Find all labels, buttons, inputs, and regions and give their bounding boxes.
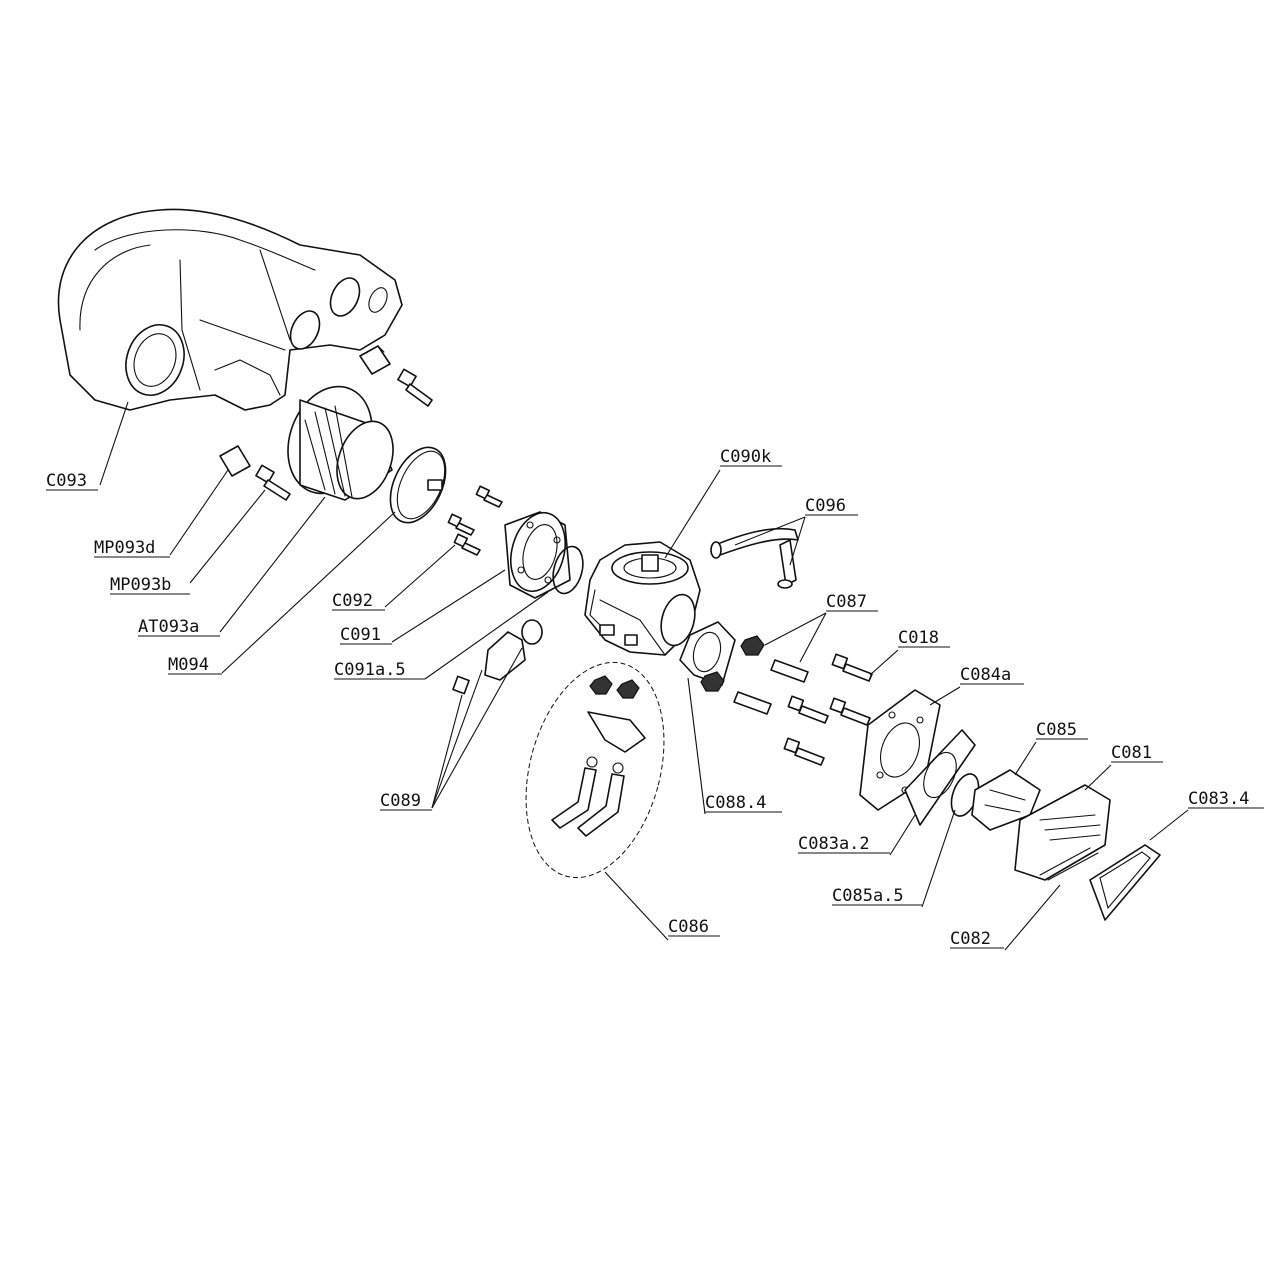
part-screw-c (453, 533, 481, 556)
label-c096: C096 (805, 496, 846, 516)
part-o-ring-small (552, 545, 584, 595)
part-reed-petals (1039, 847, 1099, 881)
part-bolt-c018-b (829, 697, 871, 726)
label-c087: C087 (826, 592, 867, 612)
label-c018: C018 (898, 628, 939, 648)
label-c085a5: C085a.5 (832, 886, 904, 906)
part-labels: C093 MP093d MP093b AT093a M094 C092 C091… (46, 447, 1264, 949)
label-c081: C081 (1111, 743, 1152, 763)
part-screw-b (447, 513, 475, 536)
label-c092: C092 (332, 591, 373, 611)
part-bolt-c018-a (831, 653, 873, 682)
label-c093: C093 (46, 471, 87, 491)
part-cable-kit (525, 661, 665, 879)
part-throttle-bracket (452, 619, 543, 695)
leader-lines (99, 401, 1189, 951)
part-airbox (57, 208, 403, 411)
label-c0884: C088.4 (705, 793, 766, 813)
part-stud-a (770, 659, 809, 683)
label-c086: C086 (668, 917, 709, 937)
part-bolt-c018-c (787, 695, 829, 724)
part-bolt-c018-d (783, 737, 825, 766)
part-stud-b (733, 691, 772, 715)
label-c091: C091 (340, 625, 381, 645)
part-bolt-upper (397, 368, 433, 407)
part-nut-a (740, 635, 765, 656)
part-fuel-hose (710, 527, 799, 589)
label-m094: M094 (168, 655, 209, 675)
part-clamp-ring (389, 446, 447, 524)
label-mp093d: MP093d (94, 538, 155, 558)
part-reed-gasket (1089, 844, 1161, 921)
label-c084a: C084a (960, 665, 1011, 685)
label-c089: C089 (380, 791, 421, 811)
part-intake-adapter (287, 385, 394, 501)
part-carburetor (584, 541, 701, 656)
label-c091a5: C091a.5 (334, 660, 406, 680)
label-c085: C085 (1036, 720, 1077, 740)
part-nut-b (700, 671, 725, 692)
part-reed-block (1014, 784, 1111, 881)
part-manifold-gasket (904, 729, 976, 826)
part-sleeve-lower (219, 445, 251, 477)
part-screw-a (475, 485, 503, 508)
part-sleeve-upper (359, 345, 391, 375)
label-at093a: AT093a (138, 617, 199, 637)
label-c083a2: C083a.2 (798, 834, 870, 854)
part-bolt-lower (255, 464, 291, 501)
label-mp093b: MP093b (110, 575, 171, 595)
label-c082: C082 (950, 929, 991, 949)
label-c090k: C090k (720, 447, 771, 467)
part-spacer-block (504, 511, 571, 599)
label-c0834: C083.4 (1188, 789, 1249, 809)
